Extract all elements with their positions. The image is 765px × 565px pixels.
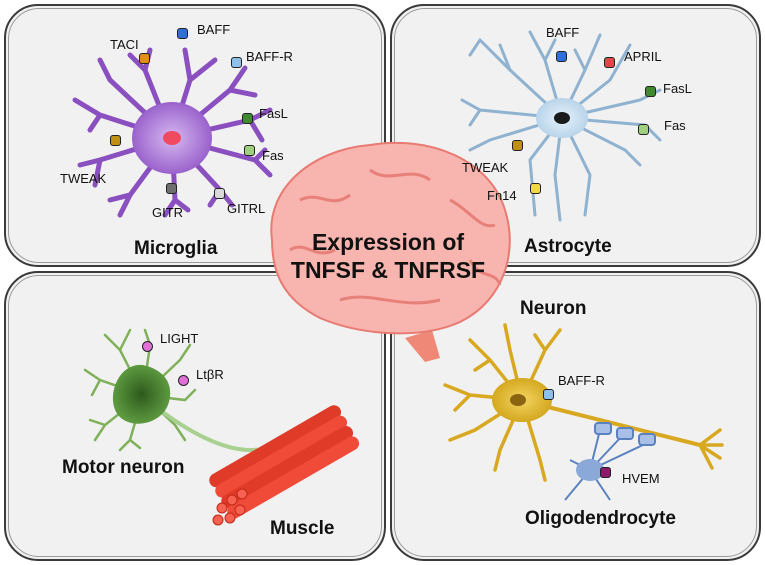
- marker-gitr: [166, 183, 177, 194]
- title-motor-neuron: Motor neuron: [62, 457, 185, 478]
- marker-fasl-microglia: [242, 113, 253, 124]
- label-baff-astrocyte: BAFF: [546, 25, 580, 40]
- label-ltbr: LtβR: [196, 367, 224, 382]
- title-oligodendrocyte: Oligodendrocyte: [525, 508, 676, 529]
- panel-inner-border: [394, 275, 757, 557]
- marker-fn14: [530, 183, 541, 194]
- title-astrocyte: Astrocyte: [524, 236, 612, 257]
- marker-hvem: [600, 467, 611, 478]
- neuron-cell-icon: [443, 323, 724, 482]
- marker-fas-microglia: [244, 145, 255, 156]
- oligodendrocyte-cell-icon: [564, 422, 656, 501]
- label-baff-r-microglia: BAFF-R: [246, 49, 293, 64]
- marker-fasl-astrocyte: [645, 86, 656, 97]
- microglia-nucleus: [163, 131, 181, 145]
- title-microglia: Microglia: [134, 238, 218, 259]
- label-fasl-astrocyte: FasL: [663, 81, 692, 96]
- label-baff-microglia: BAFF: [197, 22, 231, 37]
- astrocyte-nucleus: [554, 112, 570, 124]
- center-title-line1: Expression of: [311, 229, 465, 255]
- marker-tweak-microglia: [110, 135, 121, 146]
- label-fas-microglia: Fas: [262, 148, 284, 163]
- label-gitr: GITR: [152, 205, 184, 220]
- label-baff-r-neuron: BAFF-R: [558, 373, 605, 388]
- neuron-nucleus: [510, 394, 526, 406]
- panel-inner-border: [8, 275, 382, 557]
- oligodendrocyte-soma: [576, 459, 604, 481]
- motor-neuron-soma: [112, 364, 171, 424]
- neuron-panel: [390, 271, 761, 561]
- panel-inner-border: [8, 8, 382, 263]
- marker-light: [142, 341, 153, 352]
- brain-icon: [270, 141, 511, 362]
- marker-fas-astrocyte: [638, 124, 649, 135]
- title-muscle: Muscle: [270, 518, 335, 539]
- marker-baff-astrocyte: [556, 51, 567, 62]
- marker-tweak-astrocyte: [512, 140, 523, 151]
- panel-inner-border: [394, 8, 757, 263]
- label-april: APRIL: [624, 49, 662, 64]
- marker-baff-r-microglia: [231, 57, 242, 68]
- marker-april: [604, 57, 615, 68]
- center-title-line2: TNFSF & TNFRSF: [290, 257, 486, 283]
- label-tweak-astrocyte: TWEAK: [462, 160, 509, 175]
- title-neuron: Neuron: [520, 298, 587, 319]
- label-fasl-microglia: FasL: [259, 106, 288, 121]
- center-title: Expression of TNFSF & TNFRSF: [268, 228, 508, 284]
- muscle-fiber-icon: [209, 405, 360, 526]
- marker-gitrl: [214, 188, 225, 199]
- label-tweak-microglia: TWEAK: [60, 171, 107, 186]
- label-fn14: Fn14: [487, 188, 517, 203]
- marker-baff-microglia: [177, 28, 188, 39]
- marker-baff-r-neuron: [543, 389, 554, 400]
- marker-ltbr: [178, 375, 189, 386]
- marker-taci: [139, 53, 150, 64]
- label-light: LIGHT: [160, 331, 199, 346]
- label-gitrl: GITRL: [227, 201, 266, 216]
- label-fas-astrocyte: Fas: [664, 118, 686, 133]
- label-taci: TACI: [110, 37, 139, 52]
- label-hvem: HVEM: [622, 471, 660, 486]
